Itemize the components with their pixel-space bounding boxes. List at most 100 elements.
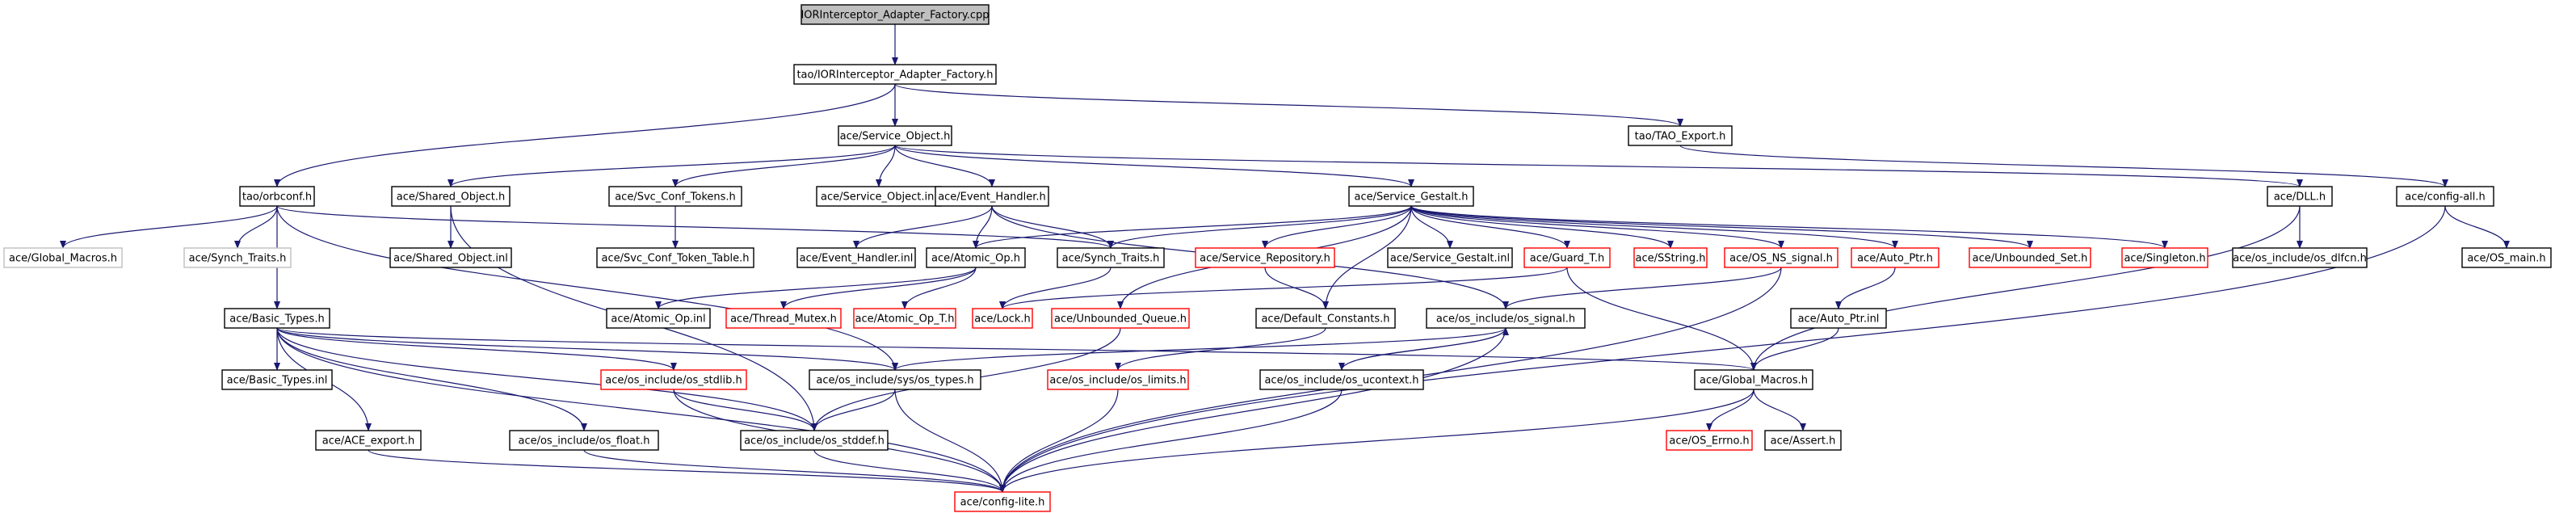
node-mutex[interactable]: ace/Thread_Mutex.h	[725, 308, 842, 329]
node-tao_exp[interactable]: tao/TAO_Export.h	[1628, 125, 1733, 146]
node-label: ace/Unbounded_Set.h	[1973, 253, 2088, 265]
node-basic_inl[interactable]: ace/Basic_Types.inl	[221, 369, 333, 390]
edge-svc_obj-to-svc_tok	[672, 145, 896, 187]
node-label: ace/OS_Errno.h	[1669, 435, 1749, 448]
node-box	[1628, 125, 1733, 146]
node-unb_q[interactable]: ace/Unbounded_Queue.h	[1051, 308, 1190, 329]
node-box	[816, 186, 942, 207]
node-lock[interactable]: ace/Lock.h	[972, 308, 1033, 329]
node-sstring[interactable]: ace/SString.h	[1633, 247, 1708, 268]
node-evh_inl[interactable]: ace/Event_Handler.inl	[796, 247, 916, 268]
node-label: ace/os_include/os_float.h	[518, 435, 649, 448]
node-evh[interactable]: ace/Event_Handler.h	[935, 186, 1049, 207]
node-svc_repo[interactable]: ace/Service_Repository.h	[1195, 247, 1335, 268]
edge-atomic-to-mutex	[780, 267, 977, 309]
node-gestalt[interactable]: ace/Service_Gestalt.h	[1348, 186, 1474, 207]
node-label: tao/TAO_Export.h	[1635, 131, 1726, 143]
edge-basic-to-gm2	[276, 327, 1757, 371]
node-box	[2267, 186, 2333, 207]
edge-svc_obj-to-shared	[448, 145, 896, 187]
edge-gestalt-to-synch2	[1107, 205, 1412, 249]
edge-guard-to-gm2	[1566, 267, 1757, 371]
node-stdlib[interactable]: ace/os_include/os_stdlib.h	[600, 369, 747, 390]
node-errno[interactable]: ace/OS_Errno.h	[1666, 430, 1753, 451]
node-box	[801, 4, 990, 25]
node-box	[389, 247, 512, 268]
edge-fac_h-to-tao_exp	[894, 83, 1683, 127]
edge-orbconf-to-types	[276, 205, 898, 371]
node-box	[793, 64, 997, 85]
node-shared_inl[interactable]: ace/Shared_Object.inl	[389, 247, 512, 268]
edge-orbconf-to-synch1	[234, 205, 278, 249]
edge-basic-to-float	[276, 327, 587, 431]
node-auto_ptr[interactable]: ace/Auto_Ptr.h	[1851, 247, 1939, 268]
edge-gestalt-to-auto_ptr	[1410, 205, 1898, 249]
node-ucontext[interactable]: ace/os_include/os_ucontext.h	[1259, 369, 1424, 390]
node-dll[interactable]: ace/DLL.h	[2267, 186, 2333, 207]
edge-svc_obj-to-dll	[894, 145, 2303, 187]
nodes-layer: IORInterceptor_Adapter_Factory.cpp tao/IO…	[3, 4, 2552, 512]
node-types[interactable]: ace/os_include/sys/os_types.h	[809, 369, 981, 390]
node-assert[interactable]: ace/Assert.h	[1764, 430, 1842, 451]
node-gm2[interactable]: ace/Global_Macros.h	[1694, 369, 1813, 390]
edge-guard-to-lock	[999, 267, 1568, 309]
node-basic[interactable]: ace/Basic_Types.h	[224, 308, 330, 329]
node-singleton[interactable]: ace/Singleton.h	[2121, 247, 2208, 268]
node-box	[1051, 308, 1190, 329]
node-shared[interactable]: ace/Shared_Object.h	[391, 186, 511, 207]
node-synch2[interactable]: ace/Synch_Traits.h	[1057, 247, 1165, 268]
node-box	[2396, 186, 2494, 207]
node-svc_obj[interactable]: ace/Service_Object.h	[838, 125, 952, 146]
node-guard[interactable]: ace/Guard_T.h	[1523, 247, 1611, 268]
edge-orbconf-to-synch2	[276, 205, 1114, 249]
node-gm1[interactable]: ace/Global_Macros.h	[3, 247, 123, 268]
node-stddef[interactable]: ace/os_include/os_stddef.h	[740, 430, 889, 451]
node-box	[1523, 247, 1611, 268]
node-label: ace/Service_Repository.h	[1200, 253, 1330, 265]
node-box	[853, 308, 956, 329]
node-ace_exp[interactable]: ace/ACE_export.h	[315, 430, 422, 451]
node-orbconf[interactable]: tao/orbconf.h	[239, 186, 315, 207]
node-atomic[interactable]: ace/Atomic_Op.h	[926, 247, 1026, 268]
node-label: ace/Assert.h	[1771, 435, 1836, 448]
node-atomic_t[interactable]: ace/Atomic_Op_T.h	[853, 308, 956, 329]
node-box	[926, 247, 1026, 268]
node-root[interactable]: IORInterceptor_Adapter_Factory.cpp	[801, 4, 990, 25]
node-fac_h[interactable]: tao/IORInterceptor_Adapter_Factory.h	[793, 64, 997, 85]
node-tok_tbl[interactable]: ace/Svc_Conf_Token_Table.h	[596, 247, 754, 268]
node-float[interactable]: ace/os_include/os_float.h	[509, 430, 659, 451]
node-gestalt_inl[interactable]: ace/Service_Gestalt.inl	[1387, 247, 1513, 268]
node-dlfcn[interactable]: ace/os_include/os_dlfcn.h	[2232, 247, 2368, 268]
node-box	[809, 369, 981, 390]
node-label: ace/Unbounded_Queue.h	[1054, 313, 1187, 326]
node-os_sig[interactable]: ace/os_include/os_signal.h	[1426, 308, 1586, 329]
node-label: ace/config-lite.h	[960, 497, 1045, 509]
node-os_main[interactable]: ace/OS_main.h	[2461, 247, 2552, 268]
edge-stddef-to-cfg_lite	[813, 449, 1006, 493]
node-svc_inl[interactable]: ace/Service_Object.inl	[816, 186, 942, 207]
edge-orbconf-to-gm1	[60, 205, 278, 249]
node-def_const[interactable]: ace/Default_Constants.h	[1255, 308, 1396, 329]
edge-svc_obj-to-gestalt	[894, 145, 1414, 187]
edge-auto_inl-to-gm2	[1750, 327, 1839, 371]
edge-gestalt-to-guard	[1410, 205, 1570, 249]
edge-stdlib-to-stddef	[673, 389, 817, 431]
node-cfg_lite[interactable]: ace/config-lite.h	[954, 491, 1051, 512]
node-auto_inl[interactable]: ace/Auto_Ptr.inl	[1790, 308, 1887, 329]
edge-float-to-cfg_lite	[583, 449, 1006, 493]
node-label: tao/IORInterceptor_Adapter_Factory.h	[796, 69, 993, 82]
node-synch1[interactable]: ace/Synch_Traits.h	[183, 247, 292, 268]
node-label: ace/Event_Handler.h	[938, 191, 1046, 204]
edge-basic-to-stdlib	[276, 327, 677, 371]
node-limits[interactable]: ace/os_include/os_limits.h	[1047, 369, 1189, 390]
node-atomic_inl[interactable]: ace/Atomic_Op.inl	[606, 308, 711, 329]
edge-basic-to-cfg_lite	[276, 327, 1006, 493]
edge-os_sig-to-cfg_lite	[999, 327, 1507, 493]
node-cfg_all[interactable]: ace/config-all.h	[2396, 186, 2494, 207]
node-label: ace/Svc_Conf_Token_Table.h	[602, 253, 750, 265]
node-svc_tok[interactable]: ace/Svc_Conf_Tokens.h	[608, 186, 742, 207]
node-os_ns[interactable]: ace/OS_NS_signal.h	[1724, 247, 1838, 268]
node-box	[2232, 247, 2368, 268]
node-unb_set[interactable]: ace/Unbounded_Set.h	[1969, 247, 2091, 268]
